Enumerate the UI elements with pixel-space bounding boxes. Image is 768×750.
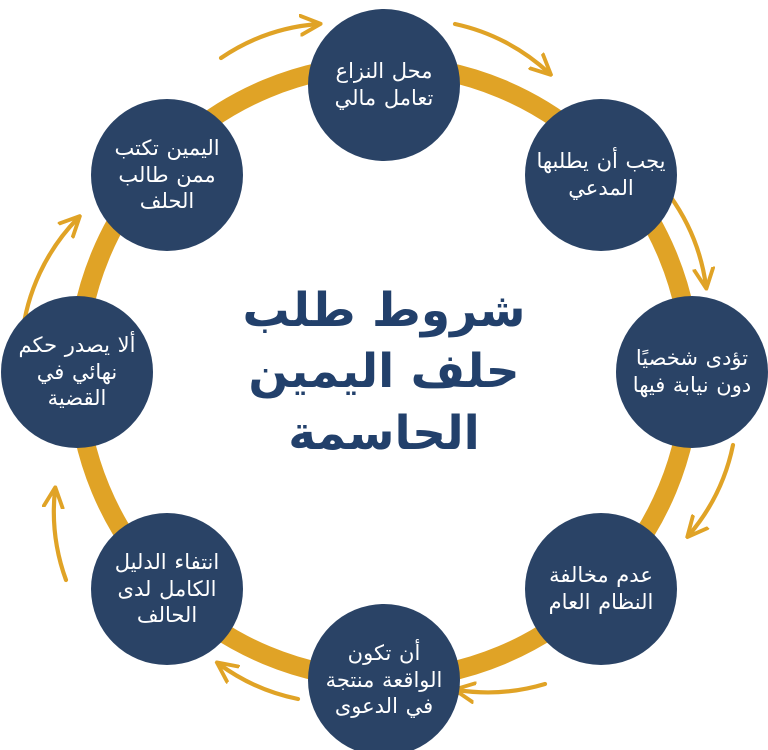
node-top-left-label: اليمين تكتب ممن طالب الحلف <box>114 135 220 214</box>
node-bottom-label: أن تكون الواقعة منتجة في الدعوى <box>325 640 443 719</box>
arrow-right-to-bottomright <box>689 442 736 535</box>
node-bottom-right[interactable]: عدم مخالفة النظام العام <box>525 513 677 665</box>
node-right-label: تؤدى شخصيًا دون نيابة فيها <box>632 346 752 397</box>
node-top-right-label: يجب أن يطلبها المدعي <box>536 149 666 200</box>
arrow-top-to-topright <box>452 21 549 73</box>
arrow-topright-to-right <box>667 193 706 286</box>
node-bottom[interactable]: أن تكون الواقعة منتجة في الدعوى <box>308 604 460 750</box>
center-title-text: شروط طلب حلف اليمين الحاسمة <box>242 283 526 461</box>
node-bottom-left-label: انتفاء الدليل الكامل لدى الحالف <box>114 549 220 628</box>
node-top[interactable]: محل النزاع تعامل مالي <box>308 9 460 161</box>
arrow-topleft-to-top <box>218 24 318 61</box>
arrow-bottomleft-to-left <box>54 490 69 583</box>
node-left[interactable]: ألا يصدر حكم نهائي في القضية <box>1 296 153 448</box>
node-bottom-right-label: عدم مخالفة النظام العام <box>548 563 654 614</box>
node-bottom-left[interactable]: انتفاء الدليل الكامل لدى الحالف <box>91 513 243 665</box>
center-title: شروط طلب حلف اليمين الحاسمة <box>204 248 564 496</box>
node-left-label: ألا يصدر حكم نهائي في القضية <box>18 332 136 411</box>
node-right[interactable]: تؤدى شخصيًا دون نيابة فيها <box>616 296 768 448</box>
flow-arrows <box>19 21 736 702</box>
arrow-bottomright-to-bottom <box>457 684 548 692</box>
node-top-right[interactable]: يجب أن يطلبها المدعي <box>525 99 677 251</box>
arrow-bottom-to-bottomleft <box>219 664 301 702</box>
node-top-label: محل النزاع تعامل مالي <box>334 59 434 110</box>
node-top-left[interactable]: اليمين تكتب ممن طالب الحلف <box>91 99 243 251</box>
